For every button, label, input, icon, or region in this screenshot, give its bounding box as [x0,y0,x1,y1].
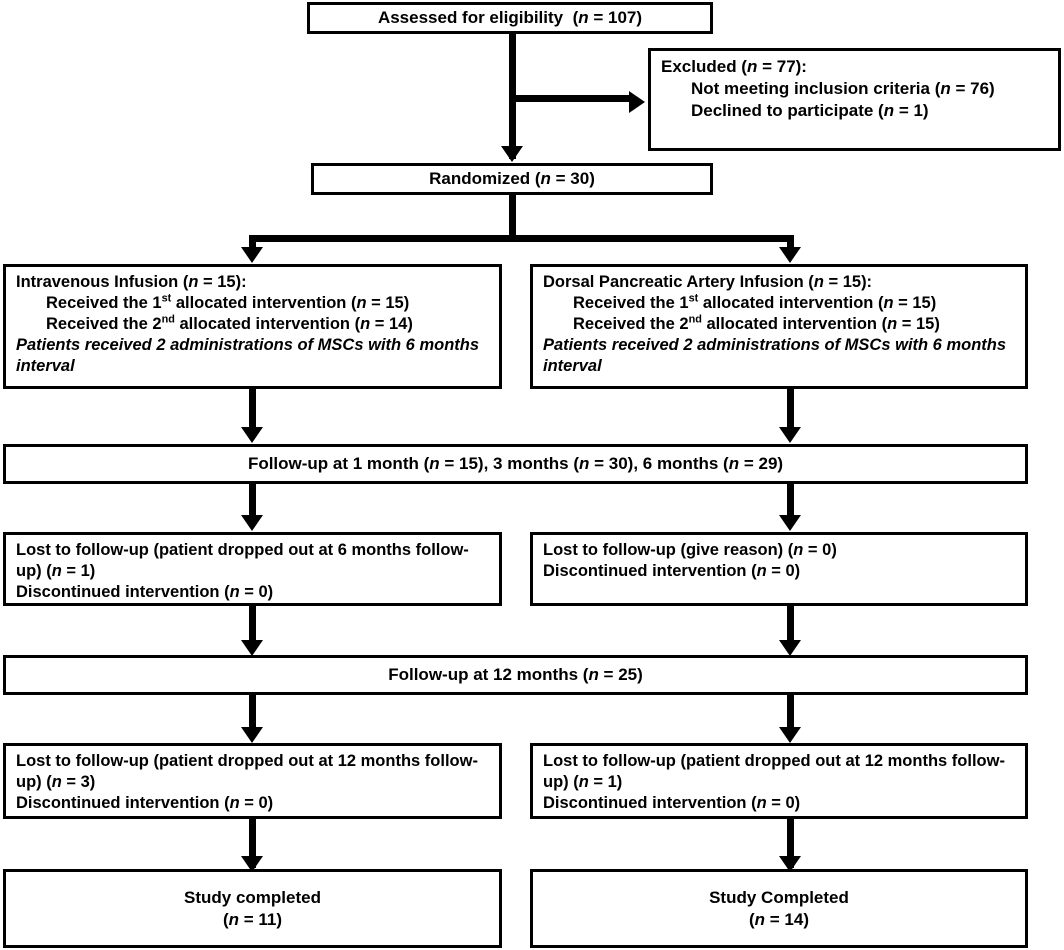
arrowhead-lost6m-right [779,515,801,531]
connector-split-left-drop [249,235,256,257]
node-followup-early: Follow-up at 1 month (n = 15), 3 months … [3,444,1028,484]
randomized-text: Randomized (n = 30) [429,169,595,189]
lost6m-left-line1: Lost to follow-up (patient dropped out a… [16,541,469,581]
connector-followup12-to-lost12m-right [787,694,794,736]
connector-lost6m-to-followup12-right [787,605,794,649]
connector-armright-to-followup [787,388,794,432]
excluded-reason-0: Not meeting inclusion criteria (n = 76) [691,78,995,98]
completed-right-count: (n = 14) [748,909,809,929]
connector-followup12-to-lost12m-left [249,694,256,736]
node-assessed-for-eligibility: Assessed for eligibility (n = 107) [307,2,713,34]
assessed-text: Assessed for eligibility (n = 107) [377,8,643,28]
arm-left-title: Intravenous Infusion (n = 15): [16,273,247,291]
arm-right-title: Dorsal Pancreatic Artery Infusion (n = 1… [543,273,873,291]
node-lost-followup-6m-left: Lost to follow-up (patient dropped out a… [3,532,502,606]
completed-left-label: Study completed [184,887,321,907]
lost12m-left-line2: Discontinued intervention (n = 0) [16,794,274,813]
connector-to-excluded [509,95,631,102]
connector-armleft-to-followup [249,388,256,432]
connector-lost6m-to-followup12-left [249,605,256,649]
followup-12months-text: Follow-up at 12 months (n = 25) [388,665,643,685]
node-study-completed-right: Study Completed (n = 14) [530,869,1028,948]
connector-allocation-split-bar [249,235,794,242]
lost6m-right-line2: Discontinued intervention (n = 0) [543,562,801,581]
node-lost-followup-12m-left: Lost to follow-up (patient dropped out a… [3,743,502,819]
arrowhead-lost12m-right [779,727,801,743]
arrowhead-followup-left [241,427,263,443]
connector-lost12m-to-completed-right [787,818,794,868]
lost6m-right-line1: Lost to follow-up (give reason) (n = 0) [543,541,837,559]
arrowhead-followup-right [779,427,801,443]
arrowhead-completed-left [241,856,263,872]
arrowhead-excluded [629,91,645,113]
lost6m-left-line2: Discontinued intervention (n = 0) [16,583,274,602]
arrowhead-followup12-left [241,640,263,656]
followup-early-text: Follow-up at 1 month (n = 15), 3 months … [247,454,784,474]
node-lost-followup-12m-right: Lost to follow-up (patient dropped out a… [530,743,1028,819]
node-arm-intravenous-infusion: Intravenous Infusion (n = 15): Received … [3,264,502,389]
connector-split-right-drop [787,235,794,257]
arrowhead-completed-right [779,856,801,872]
node-followup-12months: Follow-up at 12 months (n = 25) [3,655,1028,695]
excluded-heading: Excluded (n = 77): [661,57,807,76]
arrowhead-lost12m-left [241,727,263,743]
arm-right-received-first: Received the 1st allocated intervention … [573,292,937,313]
completed-left-count: (n = 11) [222,909,283,929]
lost12m-right-line1: Lost to follow-up (patient dropped out a… [543,752,1005,792]
node-lost-followup-6m-right: Lost to follow-up (give reason) (n = 0) … [530,532,1028,606]
connector-followup-to-lost6m-right [787,483,794,523]
connector-followup-to-lost6m-left [249,483,256,523]
node-study-completed-left: Study completed (n = 11) [3,869,502,948]
arrowhead-followup12-right [779,640,801,656]
node-arm-dorsal-pancreatic-artery-infusion: Dorsal Pancreatic Artery Infusion (n = 1… [530,264,1028,389]
arm-left-received-first: Received the 1st allocated intervention … [46,292,410,313]
arrowhead-arm-left [241,247,263,263]
arrowhead-lost6m-left [241,515,263,531]
lost12m-right-line2: Discontinued intervention (n = 0) [543,794,801,813]
connector-randomized-trunk [509,194,516,239]
arm-left-received-second: Received the 2nd allocated intervention … [46,313,413,334]
node-randomized: Randomized (n = 30) [311,163,713,195]
lost12m-left-line1: Lost to follow-up (patient dropped out a… [16,752,478,792]
excluded-reason-1: Declined to participate (n = 1) [691,100,929,120]
arm-right-received-second: Received the 2nd allocated intervention … [573,313,940,334]
arm-right-note: Patients received 2 administrations of M… [543,336,1007,376]
arrowhead-arm-right [779,247,801,263]
completed-right-label: Study Completed [709,887,849,907]
connector-lost12m-to-completed-left [249,818,256,868]
arrowhead-randomized [501,146,523,162]
arm-left-note: Patients received 2 administrations of M… [16,336,480,376]
node-excluded: Excluded (n = 77): Not meeting inclusion… [648,48,1061,151]
